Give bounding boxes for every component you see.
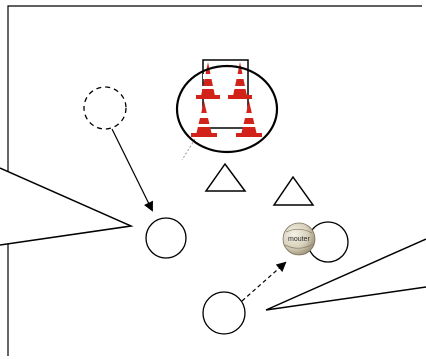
- pass-arrow-dashed: [241, 261, 287, 302]
- red-cone-top-right: [228, 62, 252, 99]
- right-callout-bubble: [265, 238, 426, 311]
- cone-triangle-left: [204, 162, 247, 192]
- red-cone-top-left: [196, 62, 220, 99]
- cone-triangle-right: [272, 175, 315, 206]
- cone-gate-group: [175, 59, 279, 161]
- red-cone-bottom-right: [236, 101, 262, 137]
- player-start-dashed-circle: [83, 86, 127, 130]
- gate-dotted-line: [181, 138, 196, 161]
- player-circle-left: [145, 217, 187, 259]
- red-cone-bottom-left: [191, 101, 217, 137]
- player-run-arrow: [111, 128, 153, 212]
- ball: mouter: [282, 222, 316, 256]
- player-circle-bottom: [202, 291, 246, 335]
- ball-brand-label: mouter: [288, 236, 310, 243]
- gate-oval: [175, 64, 279, 154]
- left-callout-bubble: [0, 167, 134, 246]
